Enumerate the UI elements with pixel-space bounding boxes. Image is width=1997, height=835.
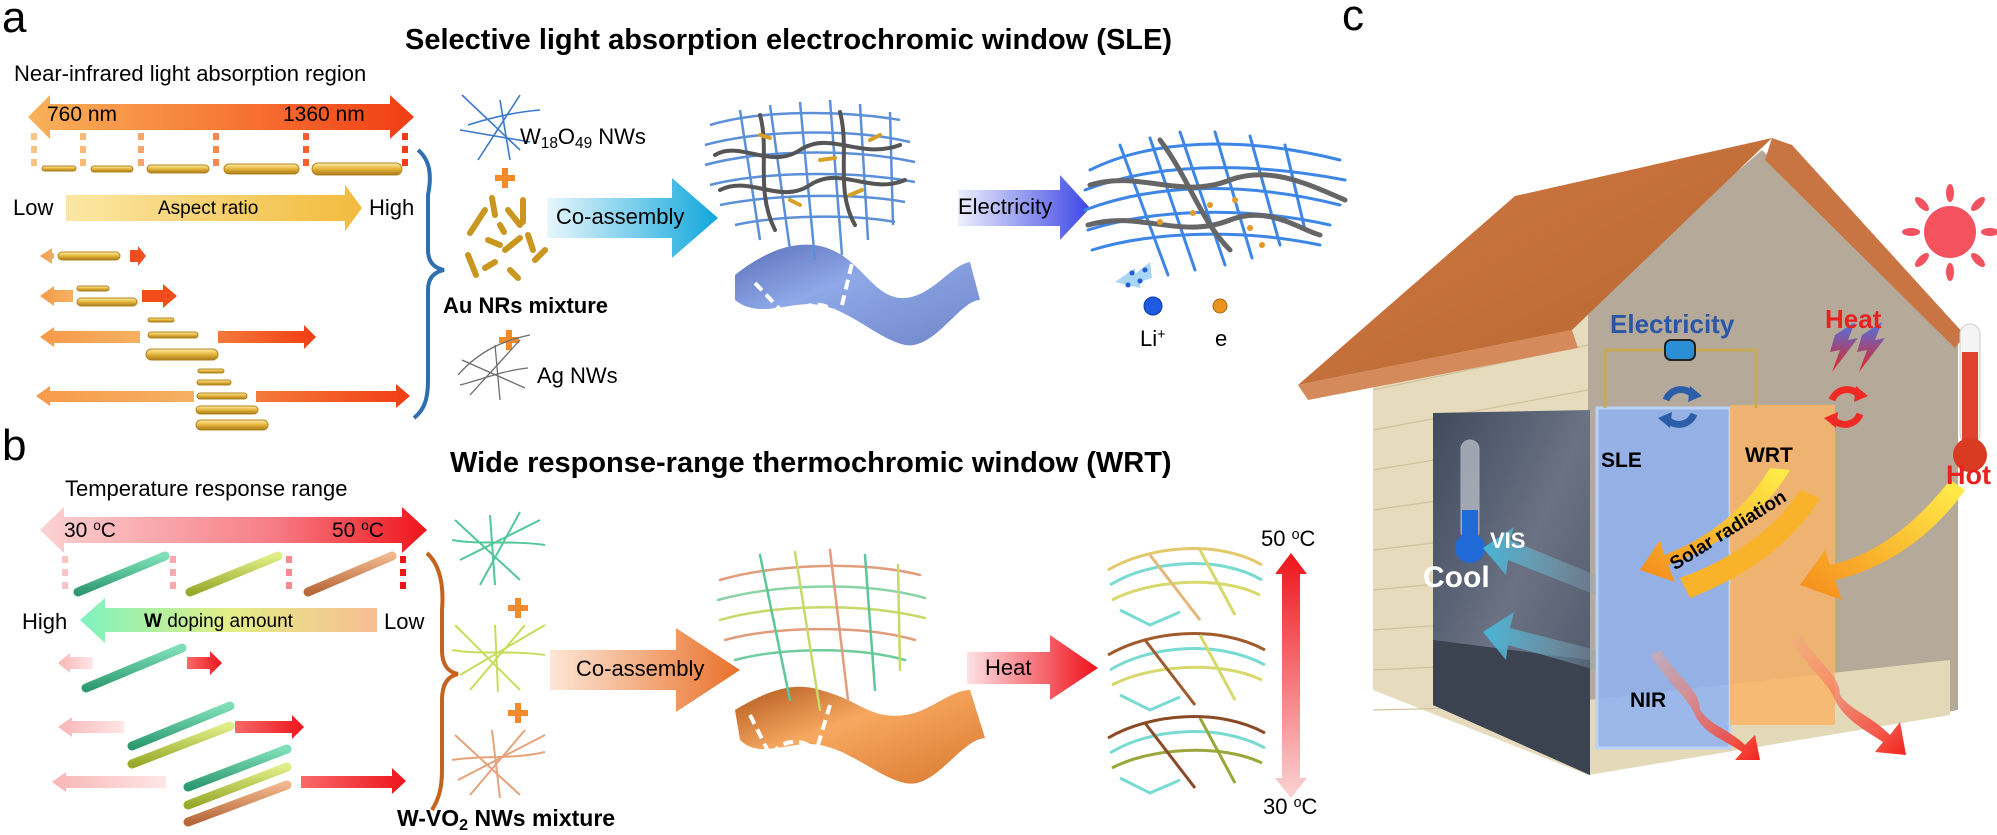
nir-arrow: [1650, 650, 1760, 760]
nir-arrow-2: [1790, 635, 1906, 755]
doping-high-label: High: [22, 609, 68, 634]
ag-nanowires-icon: [457, 334, 531, 401]
temp-broadening-rows: [52, 643, 406, 827]
au-nanorods-scale: [41, 162, 403, 176]
wrt-label: WRT: [1745, 444, 1793, 467]
heat-arrow-b: [967, 635, 1098, 700]
panel-b-letter: b: [2, 421, 27, 470]
solar-band: [1680, 490, 1820, 598]
green-nanowires-icon: [451, 511, 546, 586]
panel-a-letter: a: [2, 0, 27, 42]
absorption-broadening-rows: [36, 246, 410, 431]
temp-scale-top-label: 50 oC: [1261, 526, 1316, 552]
yellow-nanowires-icon: [451, 624, 546, 693]
aspect-low-label: Low: [13, 195, 54, 220]
mesh-state-top: [1107, 547, 1263, 627]
heat-label-c: Heat: [1825, 304, 1882, 334]
temp-range-arrow: [40, 507, 427, 553]
li-ion-flux-icon: [1115, 262, 1152, 288]
temp-scale-bottom-label: 30 oC: [1263, 794, 1318, 820]
w-vo2-mixture-label: W-VO2 NWs mixture: [397, 805, 616, 835]
charged-sle-mesh: [1083, 130, 1348, 288]
electron-label: e: [1215, 326, 1228, 351]
temp-dotted-markers: [62, 556, 406, 594]
solar-radiation-arrow: [1640, 468, 1790, 582]
temp-min-label: 30 oC: [64, 518, 116, 542]
doping-low-label: Low: [384, 609, 425, 634]
nir-max-label: 1360 nm: [283, 103, 365, 126]
ag-nanowires-label: Ag NWs: [537, 363, 618, 388]
temp-scale-arrow: [1275, 553, 1307, 798]
panel-b-title: Wide response-range thermochromic window…: [450, 447, 1172, 479]
au-mixture-label: Au NRs mixture: [443, 293, 609, 318]
mesh-state-bottom: [1107, 715, 1266, 795]
li-ion-label: Li+: [1140, 326, 1166, 352]
aspect-high-label: High: [369, 195, 415, 220]
nir-range-arrow: [28, 95, 414, 139]
mesh-state-middle: [1107, 632, 1266, 712]
plus-icon: [495, 168, 519, 350]
doping-amount-label: W doping amount: [144, 611, 293, 632]
nir-min-label: 760 nm: [47, 103, 118, 126]
electricity-label-c: Electricity: [1610, 309, 1735, 339]
electricity-arrow: [958, 175, 1090, 240]
brace-b: [425, 551, 459, 812]
heat-label-b: Heat: [985, 655, 1032, 680]
panel-a-title: Selective light absorption electrochromi…: [405, 24, 1173, 56]
solar-radiation-arrow-2: [1800, 480, 1965, 600]
wrt-mesh-states: [1107, 547, 1266, 795]
au-nanorods-mixture-icon: [465, 195, 548, 281]
roof: [1298, 138, 1772, 385]
coassembly-label-a: Co-assembly: [556, 204, 685, 229]
coassembly-arrow-a: [547, 178, 718, 258]
nir-region-label: Near-infrared light absorption region: [14, 61, 367, 86]
nir-label: NIR: [1630, 689, 1667, 712]
temp-max-label: 50 oC: [332, 518, 384, 542]
sun-icon: [1902, 184, 1997, 281]
vis-label: VIS: [1490, 528, 1526, 553]
electricity-label-a: Electricity: [958, 194, 1053, 219]
aspect-ratio-label: Aspect ratio: [158, 198, 259, 219]
hot-thermometer-icon: [1953, 323, 1987, 472]
cool-label: Cool: [1423, 561, 1490, 594]
brace-a: [412, 148, 445, 420]
aspect-ratio-arrow: [66, 185, 362, 231]
li-ion-legend-icon: [1143, 296, 1163, 316]
sle-label: SLE: [1601, 449, 1642, 472]
cool-thermometer-icon: [1455, 439, 1485, 563]
vis-arrow-2: [1483, 612, 1596, 670]
hot-label: Hot: [1946, 460, 1991, 490]
nir-dotted-markers: [31, 133, 408, 170]
plus-icon: [508, 598, 528, 723]
heat-bolt-icon: [1830, 322, 1885, 372]
w18o49-nanowires-icon: [459, 94, 541, 161]
electron-legend-icon: [1212, 298, 1228, 314]
orange-nanowires-icon: [451, 729, 546, 799]
w18o49-label: W18O49 NWs: [520, 124, 646, 152]
coassembly-label-b: Co-assembly: [576, 656, 705, 681]
coassembly-arrow-b: [550, 628, 740, 712]
w-vo2-rods-scale: [73, 551, 397, 597]
panel-c-letter: c: [1342, 0, 1364, 40]
resistor-icon: [1664, 339, 1696, 361]
vis-arrow: [1483, 527, 1596, 595]
doping-amount-arrow: [80, 598, 377, 643]
temp-range-label: Temperature response range: [65, 476, 348, 501]
wrt-window-assembly: [716, 548, 985, 784]
sle-window-assembly: [704, 99, 980, 346]
